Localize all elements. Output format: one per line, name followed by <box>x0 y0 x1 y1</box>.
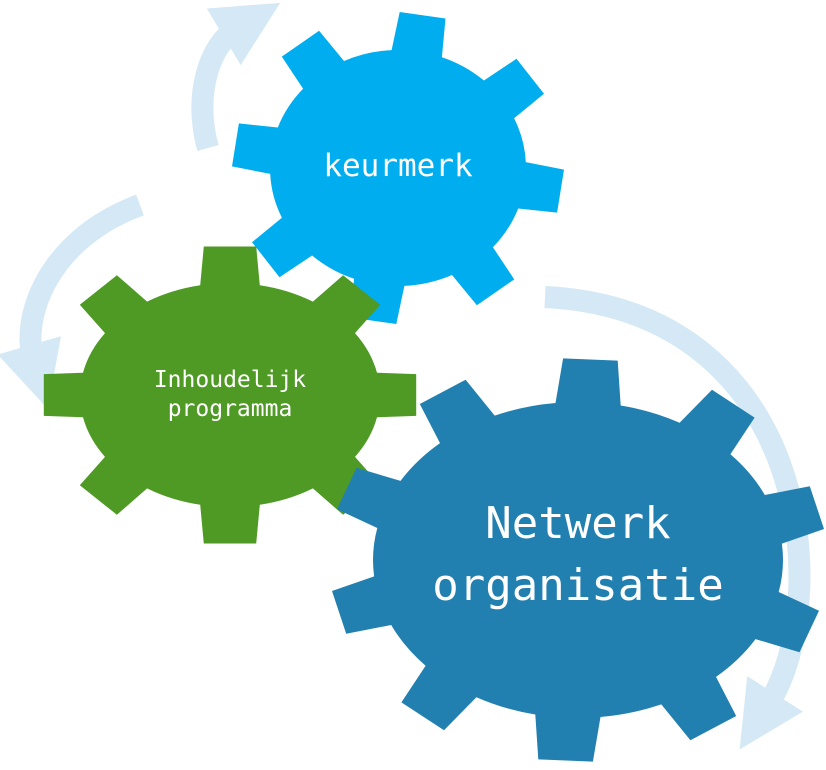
cycle-arrow-right <box>544 286 811 750</box>
inhoudelijk-programma-label-line1: Inhoudelijk <box>154 367 306 393</box>
keurmerk-label: keurmerk <box>323 148 473 184</box>
cycle-arrow-top <box>191 2 281 151</box>
keurmerk-gear <box>232 12 564 324</box>
cycle-arrow-left <box>0 194 144 409</box>
netwerk-organisatie-label-line1: Netwerk <box>485 498 670 549</box>
netwerk-organisatie-gear <box>332 358 824 762</box>
inhoudelijk-programma-label-line2: programma <box>168 396 293 422</box>
netwerk-organisatie-label-line2: organisatie <box>432 560 723 611</box>
inhoudelijk-programma-gear <box>43 246 417 544</box>
